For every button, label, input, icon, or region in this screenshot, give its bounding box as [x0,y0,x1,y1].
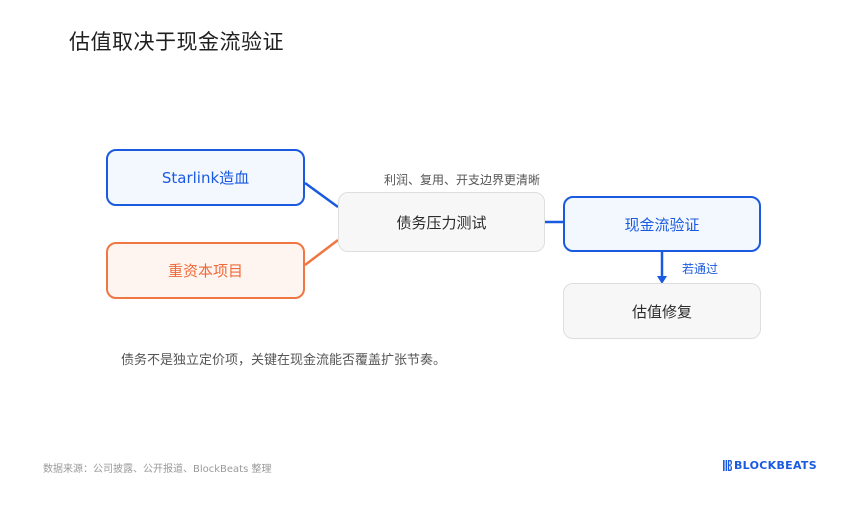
page-title: 估值取决于现金流验证 [69,30,284,54]
edge-heavy-to-stress [304,239,339,266]
node-cash-flow-validation: 现金流验证 [563,196,761,252]
footnote: 债务不是独立定价项，关键在现金流能否覆盖扩张节奏。 [121,353,447,368]
arrowhead-cash-to-repair [657,276,667,284]
brand-logo: BLOCKBEATS [723,459,817,472]
label-profit-boundary: 利润、复用、开支边界更清晰 [384,173,541,187]
node-starlink: Starlink造血 [106,149,305,206]
source-note: 数据来源：公司披露、公开报道、BlockBeats 整理 [43,464,272,475]
node-valuation-repair: 估值修复 [563,283,761,339]
blockbeats-logo-icon [723,460,732,471]
node-debt-stress-test: 债务压力测试 [338,192,545,252]
label-if-passed: 若通过 [682,262,719,276]
edge-starlink-to-stress [304,181,339,209]
brand-name: BLOCKBEATS [734,459,817,472]
node-heavy-asset: 重资本项目 [106,242,305,299]
